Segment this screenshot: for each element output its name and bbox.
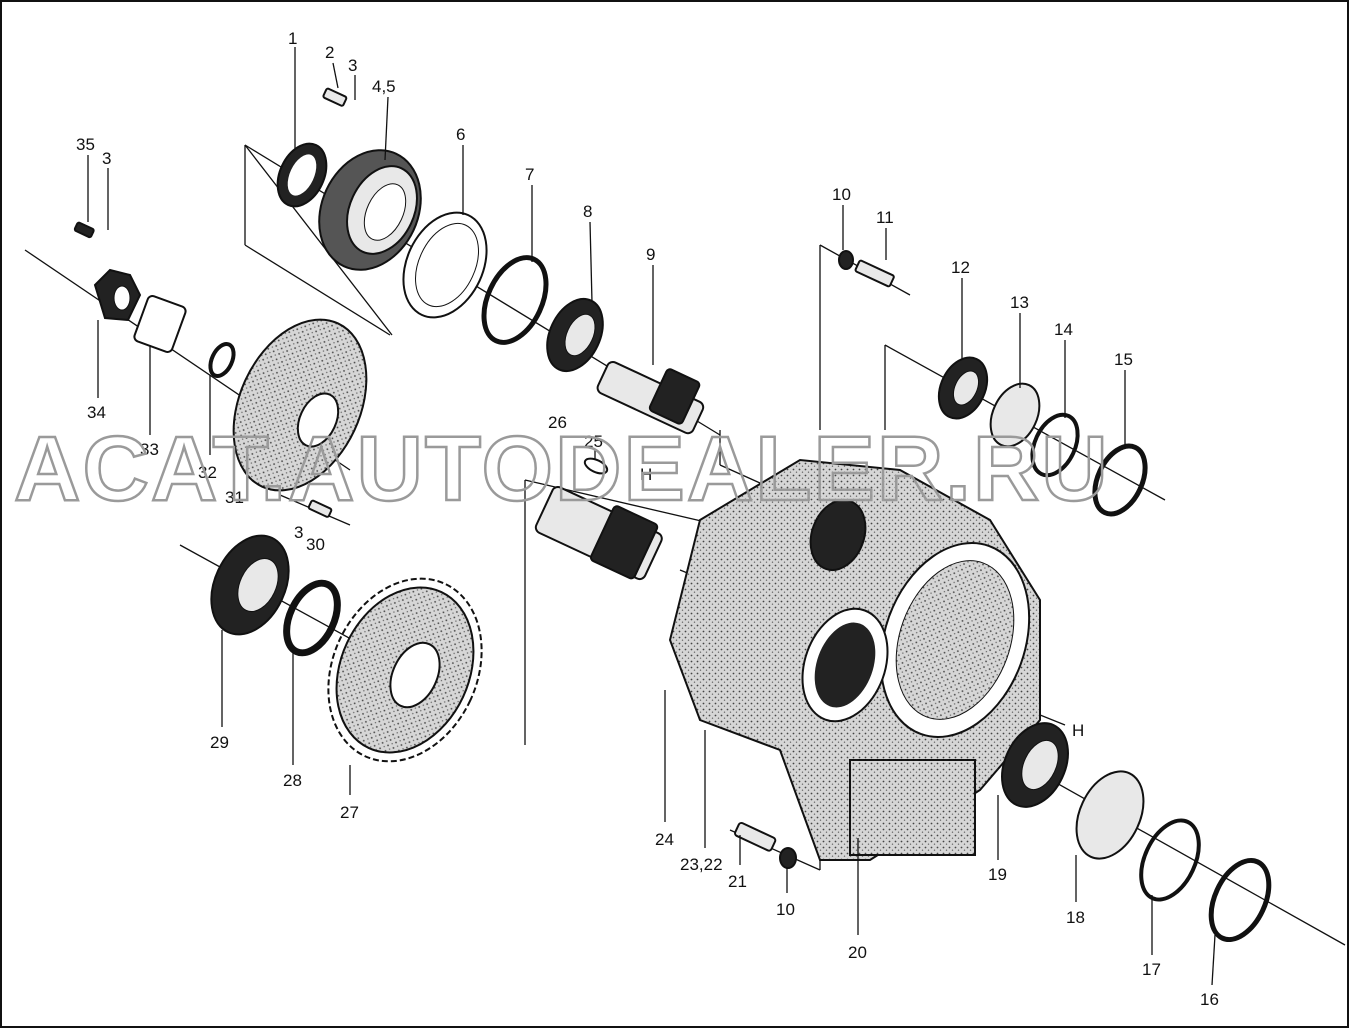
pinion-shaft-part <box>596 360 705 435</box>
ball-bearing-part <box>1001 722 1069 808</box>
callout-label: 19 <box>988 865 1007 884</box>
callout-label: 29 <box>210 733 229 752</box>
spur-gear-part <box>327 577 483 763</box>
callout-label: 12 <box>951 258 970 277</box>
bolt-part <box>73 221 95 239</box>
callout-label: 23,22 <box>680 855 723 874</box>
washer-part <box>208 342 236 378</box>
callout-label: 20 <box>848 943 867 962</box>
callout-label: 27 <box>340 803 359 822</box>
bolt-part <box>307 499 333 518</box>
callout-leaders <box>87 47 1216 986</box>
callout-label: 4,5 <box>372 77 396 96</box>
callout-label: 28 <box>283 771 302 790</box>
callout-label: 32 <box>198 463 217 482</box>
callout-label: 10 <box>776 900 795 919</box>
callout-label: 8 <box>583 202 592 221</box>
callout-label: 16 <box>1200 990 1219 1009</box>
callout-label: 30 <box>306 535 325 554</box>
nut-part <box>838 250 854 270</box>
seal-ring-part <box>276 142 328 208</box>
gasket-part <box>133 295 187 353</box>
callout-label: 3 <box>348 56 357 75</box>
o-ring-part <box>481 255 549 345</box>
end-cap-part <box>1075 770 1145 860</box>
callout-label: 34 <box>87 403 106 422</box>
axis-marker-label: H <box>640 465 652 484</box>
callout-label: 15 <box>1114 350 1133 369</box>
o-ring-part <box>1139 818 1201 902</box>
bolt-part <box>734 821 777 852</box>
axis-marker-label: H <box>1072 721 1084 740</box>
axis-lines <box>24 144 1346 946</box>
flange-cover-part <box>232 318 368 492</box>
callout-label: 35 <box>76 135 95 154</box>
callout-label: 31 <box>225 488 244 507</box>
key-part <box>583 457 609 475</box>
watermark-text: ACAT.AUTODEALER.RU <box>14 418 1110 520</box>
ball-bearing-part <box>546 297 604 373</box>
callout-label: 21 <box>728 872 747 891</box>
callout-label: 17 <box>1142 960 1161 979</box>
ball-bearing-part <box>937 356 989 420</box>
nut-part <box>779 847 797 869</box>
callout-labels: 1 2 3 4,5 6 7 8 9 10 11 12 13 14 15 16 1… <box>76 29 1219 1009</box>
gear-shaft-part <box>534 485 663 581</box>
callout-label: 10 <box>832 185 851 204</box>
bearing-cover-part <box>318 149 422 271</box>
callout-label: 3 <box>294 523 303 542</box>
callout-label: 9 <box>646 245 655 264</box>
bolt-part <box>854 259 895 288</box>
callout-label: 33 <box>140 440 159 459</box>
callout-label: 13 <box>1010 293 1029 312</box>
bolt-part <box>322 87 348 107</box>
circlip-part <box>1092 443 1148 517</box>
ball-bearing-part <box>210 534 290 636</box>
circlip-part <box>1208 857 1272 943</box>
o-ring-part <box>1030 412 1080 478</box>
callout-label: 2 <box>325 43 334 62</box>
callout-label: 24 <box>655 830 674 849</box>
callout-label: 18 <box>1066 908 1085 927</box>
callout-label: 26 <box>548 413 567 432</box>
callout-label: 1 <box>288 29 297 48</box>
callout-label: 11 <box>876 208 894 227</box>
callout-label: 3 <box>102 149 111 168</box>
gear-housing-part <box>668 458 1041 861</box>
bearing-cup-part <box>989 382 1041 448</box>
callout-label: 25 <box>584 432 603 451</box>
callout-label: 6 <box>456 125 465 144</box>
spacer-part <box>283 579 341 657</box>
callout-label: 14 <box>1054 320 1073 339</box>
nut-part <box>93 268 142 322</box>
gasket-part <box>402 211 488 319</box>
callout-label: 7 <box>525 165 534 184</box>
